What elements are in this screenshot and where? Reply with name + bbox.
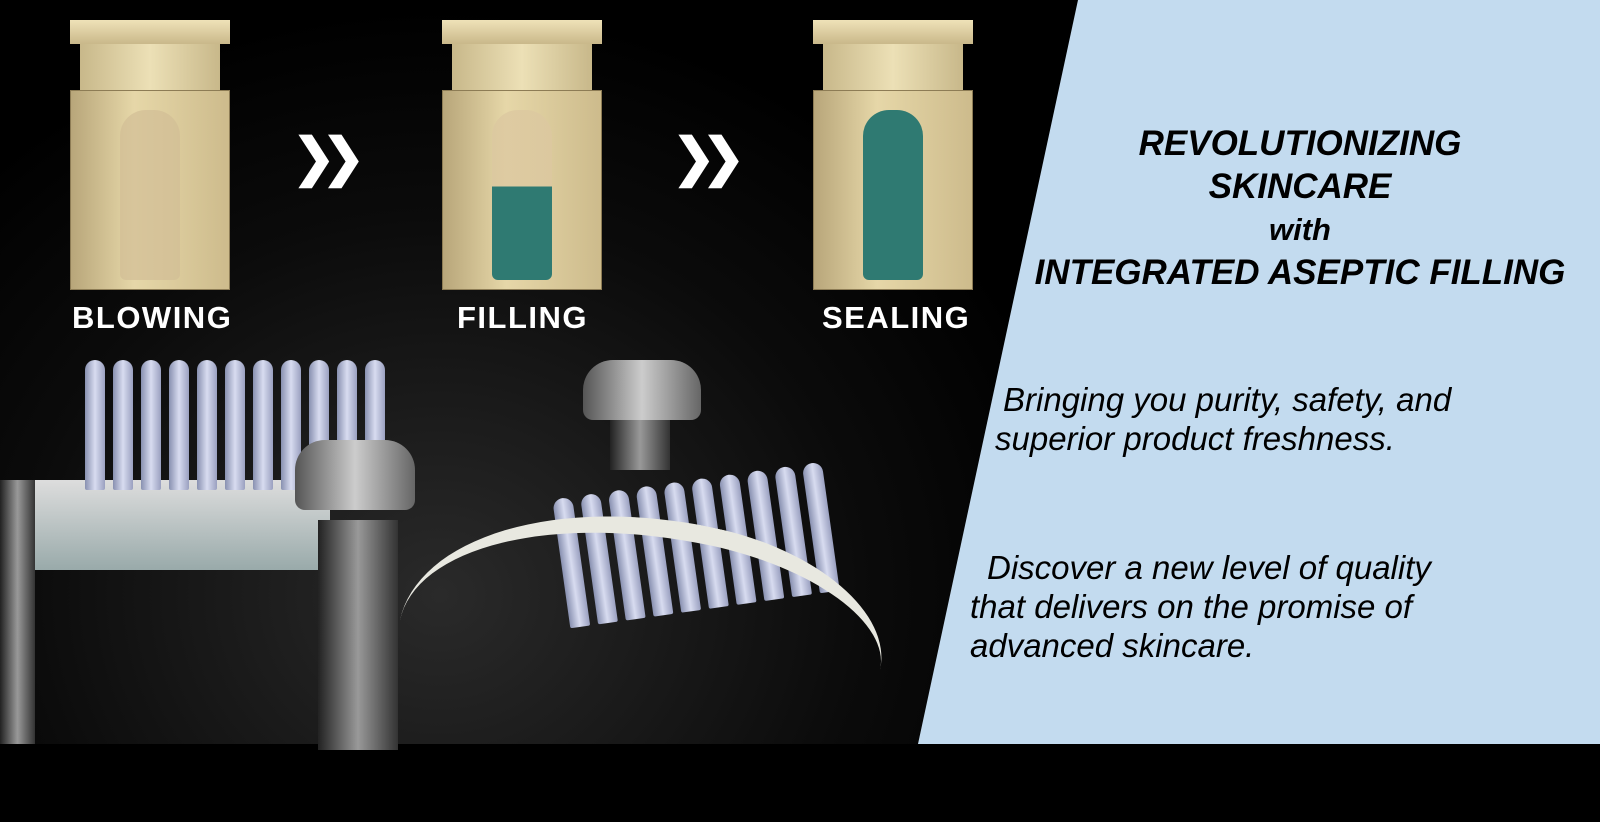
paragraph-line: Discover a new level of quality: [987, 549, 1431, 586]
machine-post: [318, 520, 398, 750]
double-chevron-right-icon: ❯❯: [292, 129, 365, 187]
step-label-blowing: BLOWING: [72, 300, 233, 335]
conveyor-rail: [30, 480, 330, 570]
mold-blowing-illustration: [70, 20, 235, 290]
paragraph-line: advanced skincare.: [970, 627, 1255, 664]
step-label-filling: FILLING: [457, 300, 589, 335]
headline-line: SKINCARE: [1208, 167, 1392, 206]
headline-line: INTEGRATED ASEPTIC FILLING: [1034, 253, 1566, 292]
headline-line: with: [1269, 212, 1331, 247]
paragraph-purity: Bringing you purity, safety, and superio…: [995, 380, 1451, 458]
paragraph-line: Bringing you purity, safety, and: [1003, 381, 1452, 418]
headline: REVOLUTIONIZING SKINCARE with INTEGRATED…: [1020, 122, 1580, 294]
machine-knob: [295, 440, 415, 510]
headline-line: REVOLUTIONIZING: [1138, 124, 1462, 163]
tube-row: [85, 360, 385, 490]
machine-knob: [583, 360, 701, 420]
paragraph-line: that delivers on the promise of: [970, 588, 1413, 625]
step-label-sealing: SEALING: [822, 300, 971, 335]
paragraph-quality: Discover a new level of quality that del…: [970, 548, 1431, 665]
machine-post: [0, 480, 35, 744]
double-chevron-right-icon: ❯❯: [672, 129, 745, 187]
mold-filling-illustration: [442, 20, 607, 290]
paragraph-line: superior product freshness.: [995, 420, 1395, 457]
mold-sealing-illustration: [813, 20, 978, 290]
